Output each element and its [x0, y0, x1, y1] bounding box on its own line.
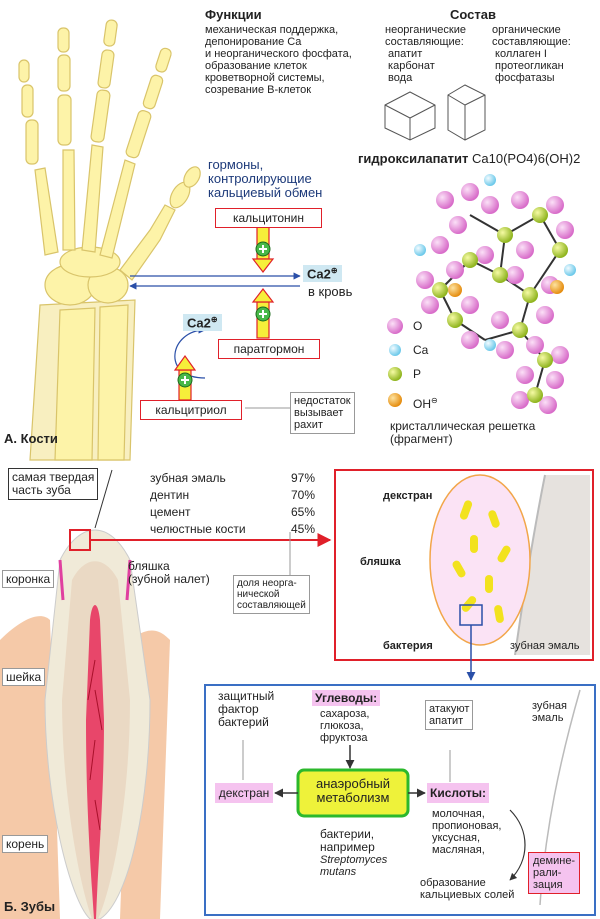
mineral-name: челюстные кости [150, 522, 246, 536]
bacteria-example: бактерии, например [320, 827, 375, 854]
composition-title: Состав [450, 7, 496, 22]
lattice-legend-symbols [387, 318, 403, 407]
parathormone-box: паратгормон [218, 339, 320, 359]
mineral-content-list: зубная эмаль 97% дентин 70% цемент 65% челю… [150, 470, 315, 538]
section-a-label: А. Кости [4, 431, 58, 446]
acids-title: Кислоты: [427, 783, 489, 803]
mineral-name: дентин [150, 488, 190, 502]
protective-factor-label: защитный фактор бактерий [218, 689, 275, 729]
hand-skeleton-illustration [18, 19, 201, 461]
crystal-lattice-atoms [414, 174, 576, 414]
metabolism-illustration [242, 689, 581, 906]
mineral-name: зубная эмаль [150, 471, 226, 485]
demineralization-box: демине- рали- зация [528, 852, 581, 894]
section-b-label: Б. Зубы [4, 899, 56, 914]
mineral-row: дентин 70% [150, 487, 315, 504]
tooth-illustration [0, 469, 332, 919]
mineral-value: 65% [290, 505, 315, 519]
to-blood-label: в кровь [308, 284, 353, 299]
crown-label: коронка [2, 570, 55, 588]
acids-list: молочная, пропионовая, уксусная, масляна… [432, 808, 502, 856]
enamel-label: зубная эмаль [532, 700, 567, 724]
carbohydrates-list: сахароза, глюкоза, фруктоза [320, 708, 370, 744]
zoom-enamel-label: зубная эмаль [510, 640, 580, 652]
plaque-zoom-illustration [429, 474, 590, 681]
mineral-value: 97% [290, 471, 315, 485]
zoom-dextran-label: декстран [383, 490, 433, 502]
mineral-row: цемент 65% [150, 504, 315, 521]
legend-phosphorus: P [413, 367, 422, 381]
legend-calcium: Ca [413, 343, 429, 357]
lattice-caption: кристаллическая решетка (фрагмент) [390, 419, 536, 446]
calcium-ion-blood: Ca2⊕ [303, 265, 342, 283]
organic-components: органические составляющие: коллаген I пр… [492, 24, 571, 84]
hydroxyapatite-label: гидроксилапатит [358, 151, 469, 166]
rickets-note: недостаток вызывает рахит [290, 392, 355, 434]
attack-apatite-note: атакуют апатит [425, 700, 474, 730]
inorganic-share-note: доля неорга- нической составляющей [233, 575, 310, 614]
inorganic-components: неорганические составляющие: апатит карб… [385, 24, 466, 84]
neck-label: шейка [2, 668, 46, 686]
functions-title: Функции [205, 7, 262, 22]
mineral-value: 45% [290, 522, 315, 536]
dextran-box: декстран [215, 783, 273, 803]
mineral-value: 70% [290, 488, 315, 502]
root-label: корень [2, 835, 49, 853]
hardest-part-note: самая твердая часть зуба [8, 468, 99, 500]
functions-text: механическая поддержка, депонирование Ca… [205, 24, 352, 96]
plaque-label: бляшка (зубной налет) [128, 559, 210, 586]
calcium-ion-bone: Ca2⊕ [183, 314, 222, 332]
calcium-flow-arrows [129, 226, 301, 409]
zoom-plaque-label: бляшка [360, 556, 401, 568]
anaerobic-metabolism: анаэробный метаболизм [316, 776, 390, 805]
mineral-row: челюстные кости 45% [150, 521, 315, 538]
calcitonin-box: кальцитонин [215, 208, 322, 228]
hydroxyapatite-formula: Ca10(PO4)6(OH)2 [472, 151, 581, 166]
carbohydrates-title: Углеводы: [312, 690, 381, 706]
calcium-salts-label: образование кальциевых солей [420, 877, 515, 901]
bacteria-species: Streptomyces mutans [320, 854, 388, 878]
calcitriol-box: кальцитриол [140, 400, 242, 420]
legend-hydroxide: OH⊖ [413, 396, 438, 411]
crystal-lattice-bonds [439, 214, 561, 396]
crystal-sketches [384, 84, 486, 141]
zoom-bacteria-label: бактерия [383, 640, 433, 652]
hormones-label: гормоны, контролирующие кальциевый обмен [208, 157, 323, 200]
mineral-row: зубная эмаль 97% [150, 470, 315, 487]
legend-oxygen: O [413, 319, 423, 333]
mineral-name: цемент [150, 505, 191, 519]
